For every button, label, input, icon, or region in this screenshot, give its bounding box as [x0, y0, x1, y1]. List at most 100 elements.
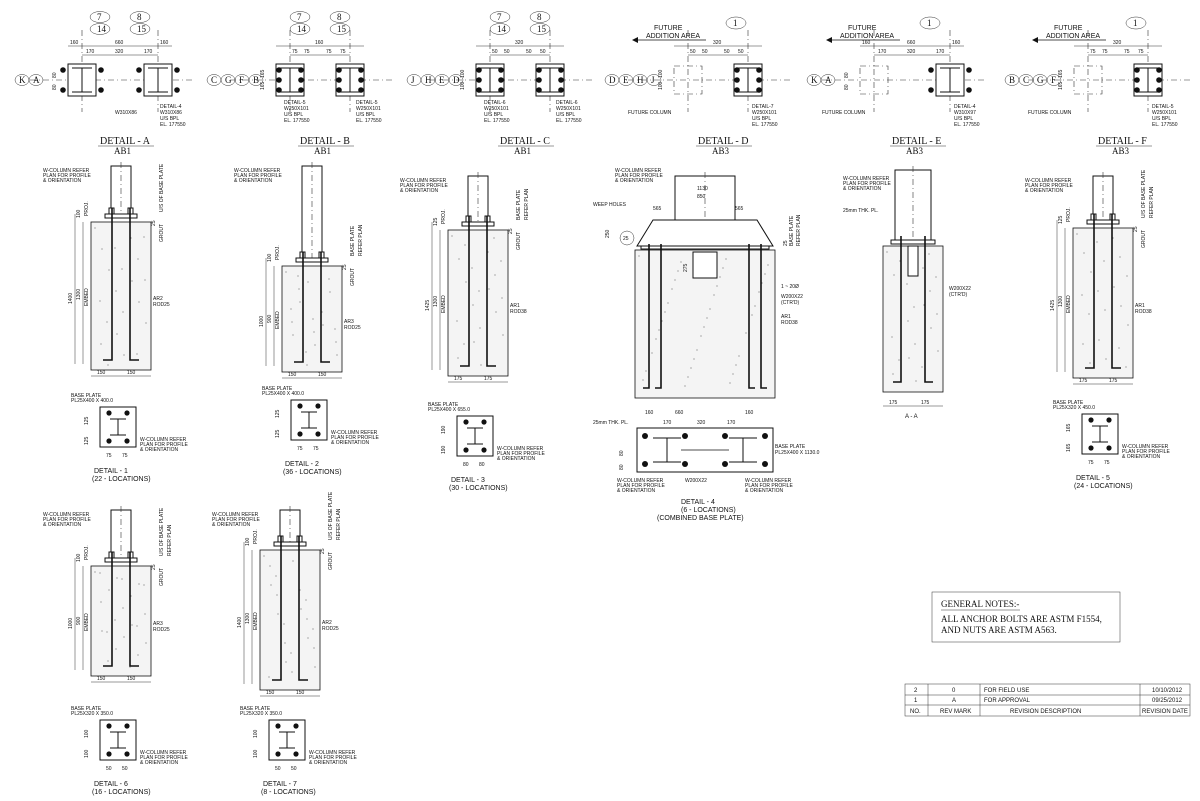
anchor-bolt	[1156, 87, 1162, 93]
dimension-text: 100	[84, 749, 90, 758]
aggregate-dot	[764, 273, 766, 275]
anchor-bolt	[536, 77, 542, 83]
base-plate-size: PL25X320 X 350.0	[240, 711, 282, 717]
grid-bubble	[28, 74, 44, 86]
aggregate-dot	[99, 572, 101, 574]
column-section	[280, 67, 300, 93]
dimension-text: 165	[1066, 443, 1072, 452]
anchor-bolt	[722, 433, 728, 439]
callout-text: REFER PLAN	[167, 524, 173, 556]
aggregate-dot	[500, 260, 502, 262]
anchor-rod	[129, 208, 139, 361]
aggregate-dot	[101, 248, 103, 250]
grid-letter: E	[623, 75, 629, 85]
aggregate-dot	[313, 331, 315, 333]
callout-text: U/S BPL	[1152, 116, 1171, 122]
arrow-head-icon	[1032, 37, 1038, 43]
dimension-text: 565	[735, 206, 744, 212]
anchor-bolt	[298, 87, 304, 93]
callout-text: U/S OF BASE PLATE	[159, 507, 165, 556]
grid-letter: G	[225, 75, 232, 85]
grid-bubble	[529, 23, 551, 35]
detail-extra: (COMBINED BASE PLATE)	[657, 515, 744, 522]
anchor-rod	[643, 244, 650, 389]
detail-locations: (36 - LOCATIONS)	[283, 469, 342, 476]
concrete-pedestal	[1072, 227, 1134, 379]
aggregate-dot	[122, 311, 124, 313]
column-section	[301, 411, 317, 429]
callout-text: & ORIENTATION	[140, 760, 179, 766]
dimension-text: 80	[52, 72, 58, 78]
aggregate-dot	[94, 227, 96, 229]
aggregate-dot	[703, 326, 705, 328]
dimension-text: 75	[304, 49, 310, 55]
callout-text: U/S OF BASE PLATE	[328, 491, 334, 540]
anchor-bolt	[124, 410, 130, 416]
future-label: ADDITION AREA	[1046, 33, 1100, 40]
detail-title: DETAIL - A	[100, 136, 151, 147]
aggregate-dot	[106, 631, 108, 633]
aggregate-dot	[312, 628, 314, 630]
dimension-text: 75	[326, 49, 332, 55]
grid-letter: A	[825, 75, 832, 85]
aggregate-dot	[713, 294, 715, 296]
grid-label: 14	[497, 24, 507, 34]
dimension-text: 660	[907, 40, 916, 46]
aggregate-dot	[136, 625, 138, 627]
aggregate-dot	[645, 370, 647, 372]
dimension-text: 160	[70, 40, 79, 46]
column-section	[110, 731, 126, 749]
callout-text: W310X86	[115, 110, 137, 116]
callout-text: PLAN FOR PROFILE	[43, 517, 91, 523]
rod-mark: ROD25	[344, 325, 361, 331]
anchor-bolt	[293, 723, 299, 729]
dimension-text: 100	[460, 81, 466, 90]
aggregate-dot	[1089, 362, 1091, 364]
callout-text: PLAN FOR PROFILE	[140, 442, 188, 448]
aggregate-dot	[677, 270, 679, 272]
dimension-text: 25	[151, 564, 157, 570]
anchor-bolt	[298, 67, 304, 73]
callout-text: 25mm THK. PL.	[593, 420, 628, 426]
aggregate-dot	[735, 364, 737, 366]
aggregate-dot	[121, 268, 123, 270]
detail-subtitle: AB3	[712, 146, 730, 156]
dimension-text: 165	[1058, 69, 1064, 78]
dimension-text: 50	[540, 49, 546, 55]
callout-text: (CTR'D)	[781, 300, 800, 306]
anchor-bolt	[336, 87, 342, 93]
revision-row-date: 10/10/2012	[1152, 688, 1183, 694]
aggregate-dot	[716, 285, 718, 287]
dimension-text: PROJ.	[441, 209, 447, 224]
dimension-text: 100	[253, 729, 259, 738]
aggregate-dot	[706, 317, 708, 319]
aggregate-dot	[307, 281, 309, 283]
future-plate	[1073, 65, 1103, 95]
column-section	[1138, 67, 1158, 93]
anchor-rod	[655, 244, 662, 389]
column-section	[480, 67, 500, 93]
anchor-bolt	[1134, 67, 1140, 73]
callout-text: EL. 177550	[752, 122, 778, 128]
dimension-text: PROJ.	[84, 545, 90, 560]
anchor-bolt	[682, 433, 688, 439]
callout-text: U/S BPL	[556, 112, 575, 118]
dimension-text: 1300	[433, 296, 439, 307]
dimension-text: 1300	[76, 289, 82, 300]
grid-letter: F	[1051, 75, 1056, 85]
aggregate-dot	[328, 278, 330, 280]
callout-text: W200X22	[949, 286, 971, 292]
aggregate-dot	[108, 589, 110, 591]
detail-subtitle: AB3	[1112, 146, 1130, 156]
dimension-text: 75	[1124, 49, 1130, 55]
aggregate-dot	[480, 364, 482, 366]
grid-bubble	[329, 23, 351, 35]
callout-text: W-COLUMN REFER	[309, 750, 356, 756]
grid-label: 15	[337, 24, 347, 34]
aggregate-dot	[276, 594, 278, 596]
callout-text: PLAN FOR PROFILE	[43, 173, 91, 179]
aggregate-dot	[922, 267, 924, 269]
